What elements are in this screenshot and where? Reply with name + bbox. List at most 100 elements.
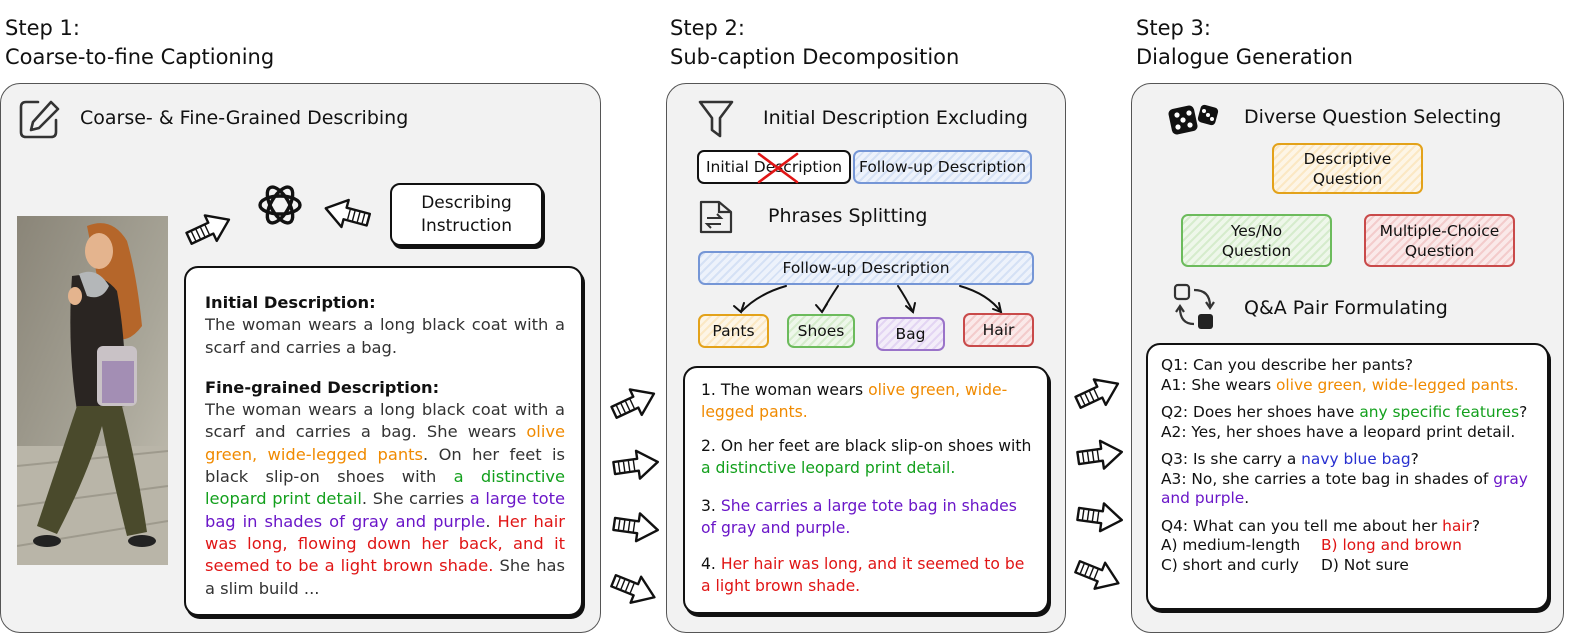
hollow-arrow-icon (184, 212, 234, 246)
hollow-arrow-icon (609, 386, 659, 420)
tag-hair: Hair (963, 313, 1034, 347)
fine-bag: a large tote bag in shades of gray and p… (205, 489, 565, 531)
option-c: C) short and curly (1161, 555, 1299, 574)
q3-colored: navy blue bag (1301, 450, 1411, 468)
dice-icon (1168, 104, 1219, 135)
sub-caption-box: 1. The woman wears olive green, wide-leg… (683, 366, 1049, 614)
tag-shoes-label: Shoes (797, 322, 845, 340)
q2: Q2: Does her shoes have any specific fea… (1161, 403, 1539, 423)
q3-pre: Q3: Is she carry a (1161, 450, 1302, 468)
red-cross-icon (757, 152, 799, 184)
q2-colored: any specific features (1359, 403, 1520, 421)
step2-title: Step 2: Sub-caption Decomposition (670, 14, 959, 72)
hollow-arrow-icon (1073, 558, 1123, 592)
hollow-arrow-icon (611, 448, 661, 482)
tag-initial-description: Initial Description (697, 150, 851, 184)
fine-seg4: . (485, 511, 498, 531)
fine-seg1: The woman wears a long black coat with a… (205, 400, 565, 442)
sub-caption-3: 3. She carries a large tote bag in shade… (701, 495, 1035, 539)
tag-yesno-question: Yes/No Question (1181, 214, 1332, 267)
sub-caption-4: 4. Her hair was long, and it seemed to b… (701, 553, 1035, 597)
fine-description-text: The woman wears a long black coat with a… (205, 399, 565, 600)
openai-logo-icon (258, 185, 302, 225)
step2-number: Step 2: (670, 16, 745, 40)
step1-number: Step 1: (5, 16, 80, 40)
tag-shoes: Shoes (787, 314, 855, 348)
step1-heading: Coarse- & Fine-Grained Describing (80, 107, 409, 129)
step2-heading-splitting: Phrases Splitting (768, 205, 928, 227)
q2-post: ? (1519, 403, 1528, 421)
tag-multiple-choice-question: Multiple-Choice Question (1364, 214, 1515, 267)
q4-colored: hair (1442, 516, 1472, 535)
tag-bag: Bag (876, 317, 945, 351)
step3-title: Step 3: Dialogue Generation (1136, 14, 1353, 72)
step1-title: Step 1: Coarse-to-fine Captioning (5, 14, 274, 72)
tag-followup-center: Follow-up Description (698, 251, 1034, 285)
initial-description-text: The woman wears a long black coat with a… (205, 315, 565, 357)
a3-post: . (1244, 489, 1250, 507)
item2-pre: 2. On her feet are black slip-on shoes w… (701, 437, 1032, 455)
tag-followup-center-label: Follow-up Description (782, 259, 950, 277)
person-photo (17, 216, 168, 565)
funnel-icon (698, 100, 734, 138)
fine-seg2: . On her feet is black slip-on shoes wit… (205, 444, 565, 487)
yesno-line1: Yes/No (1230, 221, 1283, 240)
tag-followup-label: Follow-up Description (858, 158, 1027, 176)
step3-number: Step 3: (1136, 16, 1211, 40)
tag-pants-label: Pants (712, 322, 755, 340)
mc-line2: Question (1404, 241, 1475, 260)
a3-pre: A3: No, she carries a tote bag in shades… (1161, 469, 1494, 488)
q4: Q4: What can you tell me about her hair? (1161, 517, 1539, 537)
step2-heading-excluding: Initial Description Excluding (763, 107, 1028, 129)
edit-icon (19, 100, 60, 139)
step3-heading-selecting: Diverse Question Selecting (1244, 106, 1502, 128)
sub-caption-2: 2. On her feet are black slip-on shoes w… (701, 435, 1035, 479)
step1-name: Coarse-to-fine Captioning (5, 45, 275, 69)
tag-pants: Pants (698, 314, 769, 348)
item4-num: 4. (701, 555, 721, 573)
tag-bag-label: Bag (895, 325, 926, 343)
tag-hair-label: Hair (982, 321, 1015, 339)
hollow-arrow-icon (609, 572, 659, 606)
instruction-line1: Describing (421, 192, 512, 213)
item2-colored: a distinctive leopard print detail. (701, 459, 956, 477)
fine-seg5: She has a slim build ... (205, 556, 565, 598)
q4-pre: Q4: What can you tell me about her (1161, 516, 1443, 535)
split-arrows (733, 285, 1003, 314)
hollow-arrow-icon (1073, 376, 1123, 410)
hollow-arrow-icon (1075, 500, 1125, 534)
fine-description-label: Fine-grained Description: (205, 377, 440, 397)
a3-colored: gray and purple (1161, 469, 1528, 508)
fine-hair: Her hair was long, flowing down her back… (205, 511, 565, 576)
descriptive-line1: Descriptive (1303, 149, 1392, 168)
description-box: Initial Description: The woman wears a l… (184, 266, 583, 616)
yesno-line2: Question (1221, 241, 1292, 260)
q1: Q1: Can you describe her pants? (1161, 356, 1414, 374)
fine-shoes: a distinctive leopard print detail (205, 467, 565, 509)
item1-colored: olive green, wide-legged pants. (701, 381, 1008, 421)
a1: A1: She wears olive green, wide-legged p… (1161, 376, 1539, 396)
item1-pre: 1. The woman wears (701, 381, 869, 399)
tag-followup-description: Follow-up Description (853, 150, 1032, 184)
tag-descriptive-question: Descriptive Question (1272, 143, 1423, 194)
q3-post: ? (1410, 450, 1419, 468)
a1-colored: olive green, wide-legged pants. (1276, 375, 1519, 394)
step2-name: Sub-caption Decomposition (670, 45, 960, 69)
step3-name: Dialogue Generation (1136, 45, 1353, 69)
q3: Q3: Is she carry a navy blue bag? (1161, 450, 1539, 470)
option-a: A) medium-length (1161, 536, 1301, 554)
item3-colored: She carries a large tote bag in shades o… (701, 497, 1017, 537)
hollow-arrow-icon (322, 197, 372, 231)
hollow-arrow-icon (1075, 438, 1125, 472)
a3: A3: No, she carries a tote bag in shades… (1161, 470, 1539, 509)
option-d: D) Not sure (1321, 555, 1409, 574)
describing-instruction-box: Describing Instruction (390, 183, 543, 246)
item4-colored: Her hair was long, and it seemed to be a… (701, 555, 1025, 595)
item3-num: 3. (701, 497, 721, 515)
sub-caption-1: 1. The woman wears olive green, wide-leg… (701, 379, 1035, 423)
q4-options-row2: C) short and curly D) Not sure (1161, 556, 1539, 576)
initial-description-label: Initial Description: (205, 293, 376, 312)
instruction-line2: Instruction (421, 215, 512, 236)
cycle-shapes-icon (1173, 283, 1215, 329)
